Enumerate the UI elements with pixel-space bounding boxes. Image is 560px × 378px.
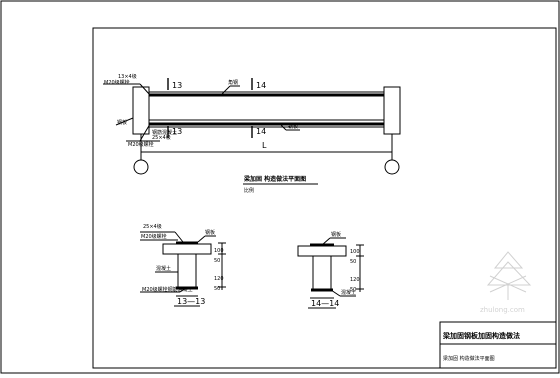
note-left-plate: 钢板 xyxy=(117,119,127,126)
section-14-name: 14—14 xyxy=(311,299,339,308)
sec14-dim-4: 50 xyxy=(350,287,356,293)
sec13-dim-2: 50 xyxy=(214,258,220,264)
watermark-logo: zhulong.com xyxy=(480,251,532,314)
section-13-flange xyxy=(162,243,212,255)
title-block-main: 梁加固钢板加固构造做法 xyxy=(442,331,520,340)
elevation-caption: 梁加固 构造做法平面图 xyxy=(244,175,306,183)
section-13-name: 13—13 xyxy=(177,297,205,306)
section-14-web xyxy=(312,255,332,290)
span-label: L xyxy=(262,141,267,150)
title-block-frame xyxy=(439,321,557,369)
title-block: 梁加固钢板加固构造做法 梁加固 构造做法平面图 xyxy=(439,321,557,369)
elevation-scale: 比例 xyxy=(244,187,254,194)
title-block-sub: 梁加固 构造做法平面图 xyxy=(443,355,495,362)
note-top-left-2: M20级螺栓 xyxy=(104,79,130,86)
sec14-note-1: 钢板 xyxy=(331,231,341,238)
seg-label-13-bot: 13 xyxy=(172,127,182,136)
seg-label-14-bot: 14 xyxy=(256,127,266,136)
note-bottom-mid: 钢板 xyxy=(288,123,298,130)
leader-top-right xyxy=(221,85,231,95)
axis-bubble-right xyxy=(384,159,400,175)
sec13-dim-4: 50 xyxy=(214,286,220,292)
right-support xyxy=(383,86,401,135)
note-bottom-left-1: 钢筋混凝土 xyxy=(152,129,177,136)
sec13-note-4: 混凝土 xyxy=(156,265,171,272)
sec13-note-5: M20级螺栓钢筋混凝土 xyxy=(142,286,193,293)
sec13-note-2: M20级螺栓 xyxy=(141,233,167,240)
sec14-dim-3: 120 xyxy=(350,277,360,283)
sec14-dim-1: 100 xyxy=(350,249,360,255)
seg-label-14-top: 14 xyxy=(256,81,266,90)
section-13-web xyxy=(177,253,197,288)
seg-label-13-top: 13 xyxy=(172,81,182,90)
sec14-dim-2: 50 xyxy=(350,259,356,265)
note-top-right: 角钢 xyxy=(228,79,238,86)
watermark-text: zhulong.com xyxy=(480,306,525,314)
note-bottom-left-2: 25×4级 xyxy=(152,134,171,141)
sec13-dim-3: 120 xyxy=(214,276,224,282)
sec13-note-1: 25×4级 xyxy=(143,223,162,230)
axis-bubble-left xyxy=(133,159,149,175)
beam-body xyxy=(148,91,385,128)
beam-elevation: 13 14 13 14 13×4级 M20级螺栓 钢板 角钢 钢板 钢筋混凝土 … xyxy=(103,73,401,175)
sec14-note-2: 混凝土 xyxy=(341,289,356,296)
sec13-note-3: 钢板 xyxy=(205,229,215,236)
inner-border xyxy=(92,27,557,369)
section-14-14: 钢板 混凝土 100 50 120 50 14—14 xyxy=(297,231,364,309)
left-support xyxy=(132,86,150,135)
leader-top-left-diag xyxy=(139,83,151,96)
leader-left-plate xyxy=(115,117,134,126)
section-14-flange xyxy=(297,245,347,257)
sec13-dim-1: 100 xyxy=(214,248,224,254)
section-13-13: 25×4级 M20级螺栓 钢板 混凝土 M20级螺栓钢筋混凝土 100 50 1… xyxy=(140,223,226,307)
note-top-left-1: 13×4级 xyxy=(118,73,137,80)
